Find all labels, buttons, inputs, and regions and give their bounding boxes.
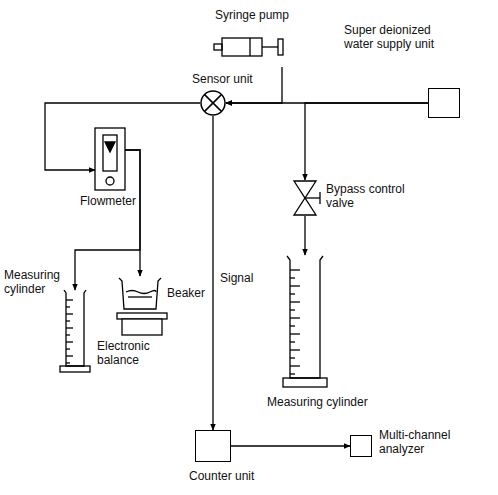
signal-line [212,116,213,430]
pipe-connector [305,103,428,180]
node-label: Measuring cylinder [267,395,368,409]
node-label: Counter unit [189,469,254,483]
cylinder-icon: Measuring cylinder [283,255,327,387]
node-label: Multi-channel analyzer [379,428,469,457]
node-label: Sensor unit [192,72,253,86]
beaker-icon: Beaker [117,276,163,310]
sensor-outline [200,90,226,116]
counter-box: Counter unit [195,430,231,462]
analyzer-box: Multi-channel analyzer [350,435,372,457]
cylinder-icon [60,290,90,372]
edge-label: Signal [218,271,255,285]
flowmeter-icon: Flowmeter [95,128,125,190]
node-label: Flowmeter [80,194,136,208]
node-label: Electronic balance [97,339,167,368]
flowmeter-icon [95,128,125,190]
cylinder-icon: Measuring cylinder [62,290,88,372]
node-label: Beaker [167,286,205,300]
supply-unit-box: Super deionized water supply unit [428,88,460,118]
syringe-pump-box: Syringe pump [203,27,295,67]
sensor-symbol: Sensor unit [200,90,226,116]
syringe-icon [214,38,283,56]
pipe-connector [231,445,350,446]
node-label: Measuring cylinder [4,268,60,297]
node-label: Super deionized water supply unit [344,23,456,52]
node-label: Bypass control valve [326,182,406,211]
balance-icon: Electronic balance [117,313,167,335]
node-label: Syringe pump [215,8,289,22]
pipe-connector [125,150,140,276]
beaker-icon [119,278,161,309]
pipe-connector [304,216,305,255]
balance-icon [117,313,167,335]
valve-symbol [294,181,320,215]
valve-symbol: Bypass control valve [292,180,318,216]
cylinder-icon [283,256,327,387]
